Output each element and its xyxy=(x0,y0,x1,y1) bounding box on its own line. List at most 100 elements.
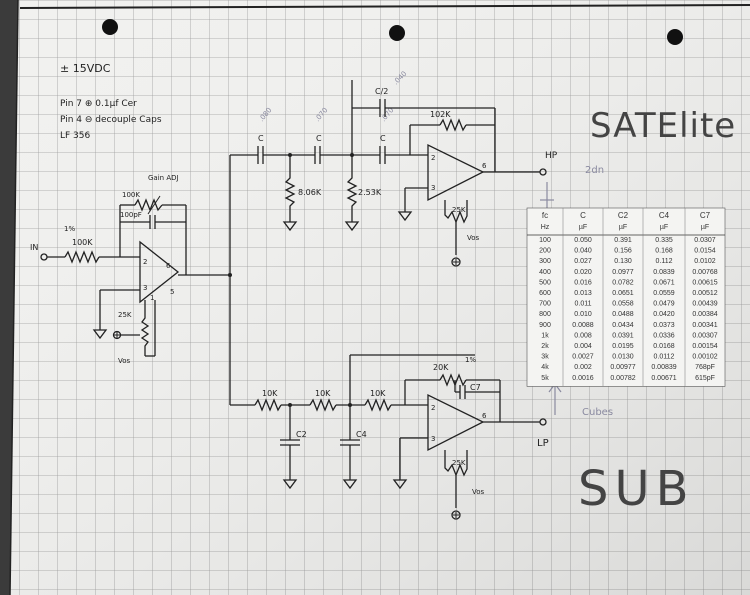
svg-text:2: 2 xyxy=(431,154,435,162)
hp-opamp xyxy=(427,143,485,202)
svg-text:25K: 25K xyxy=(118,311,132,319)
table-cell: 0.00154 xyxy=(692,343,717,350)
svg-text:10K: 10K xyxy=(315,389,331,398)
table-cell: 5k xyxy=(541,375,549,382)
note-line-2: Pin 4 ⊖ decouple Caps xyxy=(60,115,162,125)
table-header: C7 xyxy=(700,211,711,220)
table-cell: 0.168 xyxy=(655,248,673,255)
table-cell: 0.0479 xyxy=(653,301,675,308)
table-cell: 0.0016 xyxy=(572,375,594,382)
table-cell: 4k xyxy=(541,364,549,371)
table-cell: 0.00768 xyxy=(692,269,717,276)
table-cell: 0.0434 xyxy=(612,322,634,329)
table-header: C xyxy=(580,211,586,220)
svg-text:10K: 10K xyxy=(262,389,278,398)
table-cell: 0.0977 xyxy=(612,269,634,276)
table-cell: 0.011 xyxy=(575,301,592,308)
table-cell: 0.020 xyxy=(574,269,592,276)
table-cell: 0.002 xyxy=(574,364,592,371)
table-cell: 0.0027 xyxy=(572,354,594,361)
lp-label: LP xyxy=(537,438,549,449)
table-cell: 0.0088 xyxy=(572,322,594,329)
svg-text:Cubes: Cubes xyxy=(582,407,613,418)
table-cell: 0.00977 xyxy=(610,364,635,371)
table-cell: 0.0195 xyxy=(612,343,634,350)
table-cell: 0.0168 xyxy=(653,343,675,350)
svg-text:10K: 10K xyxy=(370,389,386,398)
hp-label: HP xyxy=(545,151,558,161)
svg-text:100K: 100K xyxy=(72,238,93,247)
svg-text:20K: 20K xyxy=(433,363,449,372)
punch-hole-center xyxy=(389,25,405,41)
table-cell: 800 xyxy=(539,311,551,318)
svg-text:2: 2 xyxy=(143,258,147,266)
table-cell: 900 xyxy=(539,322,551,329)
table-cell: 0.00341 xyxy=(692,322,717,329)
table-cell: 500 xyxy=(539,279,551,286)
table-cell: 0.0839 xyxy=(653,269,675,276)
table-cell: 0.335 xyxy=(655,237,673,244)
svg-text:1%: 1% xyxy=(465,356,476,364)
table-unit: µF xyxy=(619,224,627,231)
table-cell: 0.00102 xyxy=(692,354,717,361)
in-label: IN xyxy=(30,243,38,252)
table-cell: 3k xyxy=(541,354,549,361)
svg-text:3: 3 xyxy=(431,435,435,443)
table-cell: 0.00615 xyxy=(692,279,717,286)
table-unit: µF xyxy=(660,224,668,231)
svg-text:1: 1 xyxy=(150,294,154,302)
table-cell: 0.0391 xyxy=(612,332,634,339)
table-cell: 0.112 xyxy=(656,258,673,265)
sub-label: SUB xyxy=(578,461,695,517)
svg-text:102K: 102K xyxy=(430,110,451,119)
table-header: C4 xyxy=(659,211,670,220)
table-unit: µF xyxy=(579,224,587,231)
table-cell: 0.00439 xyxy=(692,301,717,308)
capacitor-table: fcHz1002003004005006007008009001k2k3k4k5… xyxy=(526,207,726,387)
lp-opamp xyxy=(427,393,485,452)
svg-text:8.06K: 8.06K xyxy=(298,188,322,197)
paper-edge xyxy=(0,0,18,595)
input-resistor xyxy=(64,250,100,264)
svg-text:100K: 100K xyxy=(122,191,140,199)
note-line-1: Pin 7 ⊕ 0.1µf Cer xyxy=(60,99,137,109)
table-cell: 300 xyxy=(539,258,551,265)
table-cell: 1k xyxy=(541,332,549,339)
table-cell: 0.156 xyxy=(614,248,632,255)
svg-text:C2: C2 xyxy=(296,430,307,439)
table-cell: 0.0130 xyxy=(612,354,634,361)
svg-text:C: C xyxy=(316,134,322,143)
table-cell: 0.0558 xyxy=(612,301,634,308)
svg-text:Vos: Vos xyxy=(472,488,485,496)
satelite-label: SATElite xyxy=(590,106,736,146)
table-cell: 615pF xyxy=(695,375,715,382)
svg-text:C/2: C/2 xyxy=(375,87,388,96)
svg-text:1%: 1% xyxy=(64,225,75,233)
svg-text:2: 2 xyxy=(431,404,435,412)
svg-text:3: 3 xyxy=(431,184,435,192)
svg-text:6: 6 xyxy=(166,262,171,270)
svg-text:2dn: 2dn xyxy=(585,165,604,176)
table-cell: 0.0102 xyxy=(694,258,716,265)
table-unit: Hz xyxy=(541,224,550,231)
table-cell: 0.00307 xyxy=(692,332,717,339)
input-opamp xyxy=(139,240,180,304)
table-cell: 0.00512 xyxy=(692,290,717,297)
svg-text:2.53K: 2.53K xyxy=(358,188,382,197)
svg-text:25K: 25K xyxy=(452,206,466,214)
table-unit: µF xyxy=(701,224,709,231)
svg-text:6: 6 xyxy=(482,162,487,170)
svg-text:3: 3 xyxy=(143,284,147,292)
table-cell: 0.391 xyxy=(614,237,632,244)
table-cell: 100 xyxy=(539,237,551,244)
table-cell: 0.016 xyxy=(574,279,592,286)
punch-hole-left xyxy=(102,19,118,35)
svg-text:Vos: Vos xyxy=(467,234,480,242)
table-cell: 0.008 xyxy=(574,332,592,339)
table-cell: 0.0154 xyxy=(694,248,716,255)
table-cell: 0.0651 xyxy=(612,290,634,297)
table-cell: 0.00839 xyxy=(651,364,676,371)
table-cell: 0.0559 xyxy=(653,290,675,297)
svg-text:Gain ADJ: Gain ADJ xyxy=(148,174,179,182)
table-cell: 0.004 xyxy=(574,343,592,350)
